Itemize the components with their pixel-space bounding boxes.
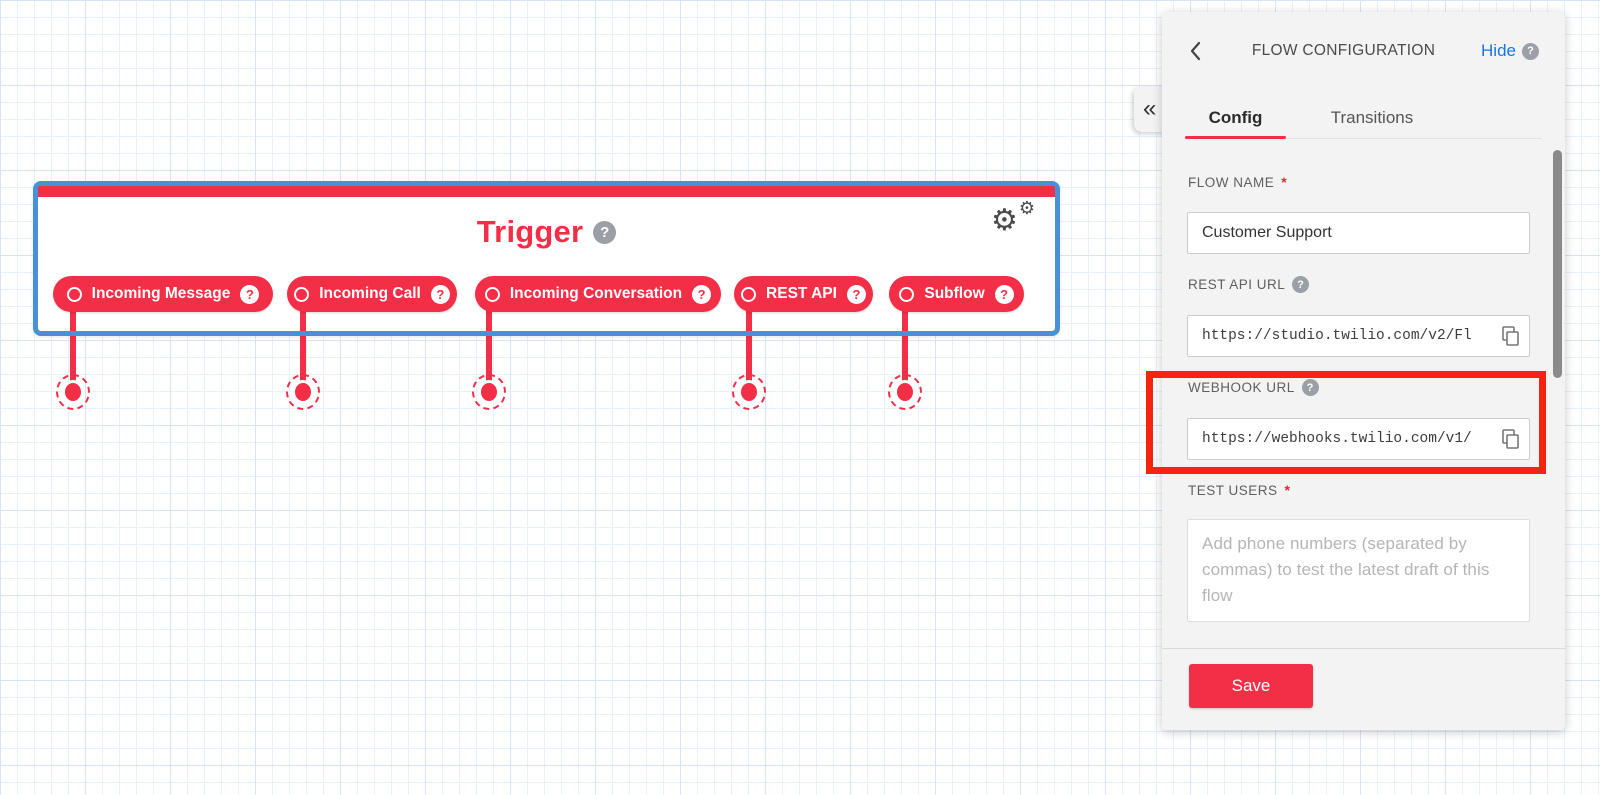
active-tab-underline bbox=[1185, 136, 1286, 139]
save-button[interactable]: Save bbox=[1189, 664, 1313, 708]
connector-circle-icon bbox=[899, 286, 915, 302]
rest-api-url-label: REST API URL ? bbox=[1188, 276, 1310, 293]
pill-help-icon[interactable]: ? bbox=[846, 284, 866, 304]
trigger-pill-label: Incoming Message bbox=[91, 285, 231, 302]
required-asterisk: * bbox=[1281, 174, 1288, 190]
flow-name-input[interactable] bbox=[1187, 212, 1530, 254]
connector-line bbox=[746, 306, 752, 331]
connector-dot-rest-api[interactable] bbox=[732, 374, 766, 410]
connector-line bbox=[486, 336, 492, 392]
connector-line bbox=[486, 306, 492, 331]
connector-line bbox=[70, 336, 76, 392]
rest-api-url-help-icon[interactable]: ? bbox=[1292, 276, 1310, 293]
connector-line bbox=[300, 306, 306, 331]
hide-label: Hide bbox=[1481, 41, 1516, 60]
panel-header: FLOW CONFIGURATION Hide ? bbox=[1162, 12, 1565, 90]
connector-line bbox=[70, 306, 76, 331]
tab-transitions[interactable]: Transitions bbox=[1330, 108, 1414, 127]
tab-divider bbox=[1185, 138, 1542, 139]
connector-dot-incoming-conversation[interactable] bbox=[472, 374, 506, 410]
webhook-url-input[interactable] bbox=[1187, 418, 1530, 460]
connector-circle-icon bbox=[484, 286, 500, 302]
connector-line bbox=[300, 336, 306, 392]
trigger-title-row: Trigger ? bbox=[38, 214, 1055, 250]
trigger-pill-incoming-call[interactable]: Incoming Call? bbox=[287, 276, 457, 312]
flow-configuration-panel: FLOW CONFIGURATION Hide ? Config Transit… bbox=[1162, 12, 1565, 730]
pill-help-icon[interactable]: ? bbox=[994, 284, 1014, 304]
connector-circle-icon bbox=[294, 286, 310, 302]
tab-config[interactable]: Config bbox=[1208, 108, 1263, 127]
trigger-pill-label: REST API bbox=[766, 285, 837, 302]
connector-dot-inner bbox=[292, 380, 314, 404]
pill-help-icon[interactable]: ? bbox=[430, 284, 450, 304]
connector-dot-incoming-call[interactable] bbox=[286, 374, 320, 410]
gear-icon: ⚙ bbox=[1018, 198, 1035, 219]
trigger-widget-topbar bbox=[38, 186, 1055, 197]
connector-circle-icon bbox=[741, 286, 757, 302]
connector-dot-inner bbox=[894, 380, 916, 404]
connector-line bbox=[902, 336, 908, 392]
test-users-textarea[interactable] bbox=[1187, 519, 1530, 622]
rest-api-url-input[interactable] bbox=[1187, 315, 1530, 357]
trigger-pill-subflow[interactable]: Subflow? bbox=[889, 276, 1024, 312]
pill-help-icon[interactable]: ? bbox=[240, 284, 260, 304]
copy-rest-api-url-icon[interactable] bbox=[1498, 324, 1522, 348]
trigger-title: Trigger bbox=[476, 214, 584, 249]
connector-dot-inner bbox=[62, 380, 84, 404]
panel-footer-divider bbox=[1162, 648, 1565, 649]
hide-help-icon[interactable]: ? bbox=[1522, 42, 1539, 60]
trigger-pill-label: Incoming Call bbox=[319, 285, 421, 302]
trigger-pill-incoming-conversation[interactable]: Incoming Conversation? bbox=[475, 276, 721, 312]
trigger-pill-label: Subflow bbox=[924, 285, 985, 302]
webhook-url-help-icon[interactable]: ? bbox=[1301, 379, 1319, 396]
connector-dot-incoming-message[interactable] bbox=[56, 374, 90, 410]
hide-button[interactable]: Hide ? bbox=[1481, 41, 1539, 61]
test-users-label: TEST USERS * bbox=[1188, 482, 1291, 498]
trigger-settings-gear-icon[interactable]: ⚙ ⚙ bbox=[991, 198, 1035, 242]
gear-icon: ⚙ bbox=[991, 203, 1018, 238]
connector-dot-inner bbox=[738, 380, 760, 404]
flow-name-label: FLOW NAME * bbox=[1188, 174, 1288, 190]
pill-help-icon[interactable]: ? bbox=[692, 284, 712, 304]
trigger-help-icon[interactable]: ? bbox=[593, 220, 617, 244]
back-chevron-icon[interactable] bbox=[1188, 40, 1206, 62]
required-asterisk: * bbox=[1284, 482, 1291, 498]
collapse-chevrons-icon: « bbox=[1143, 95, 1157, 122]
trigger-pill-incoming-message[interactable]: Incoming Message? bbox=[53, 276, 273, 312]
connector-line bbox=[746, 336, 752, 392]
trigger-pill-label: Incoming Conversation bbox=[509, 285, 683, 302]
copy-webhook-url-icon[interactable] bbox=[1498, 427, 1522, 451]
connector-dot-subflow[interactable] bbox=[888, 374, 922, 410]
connector-dot-inner bbox=[478, 380, 500, 404]
webhook-url-label: WEBHOOK URL ? bbox=[1188, 379, 1319, 396]
trigger-pill-rest-api[interactable]: REST API? bbox=[734, 276, 873, 312]
connector-circle-icon bbox=[66, 286, 82, 302]
panel-title: FLOW CONFIGURATION bbox=[1251, 42, 1436, 59]
connector-line bbox=[902, 306, 908, 331]
panel-scrollbar-thumb[interactable] bbox=[1553, 150, 1562, 378]
